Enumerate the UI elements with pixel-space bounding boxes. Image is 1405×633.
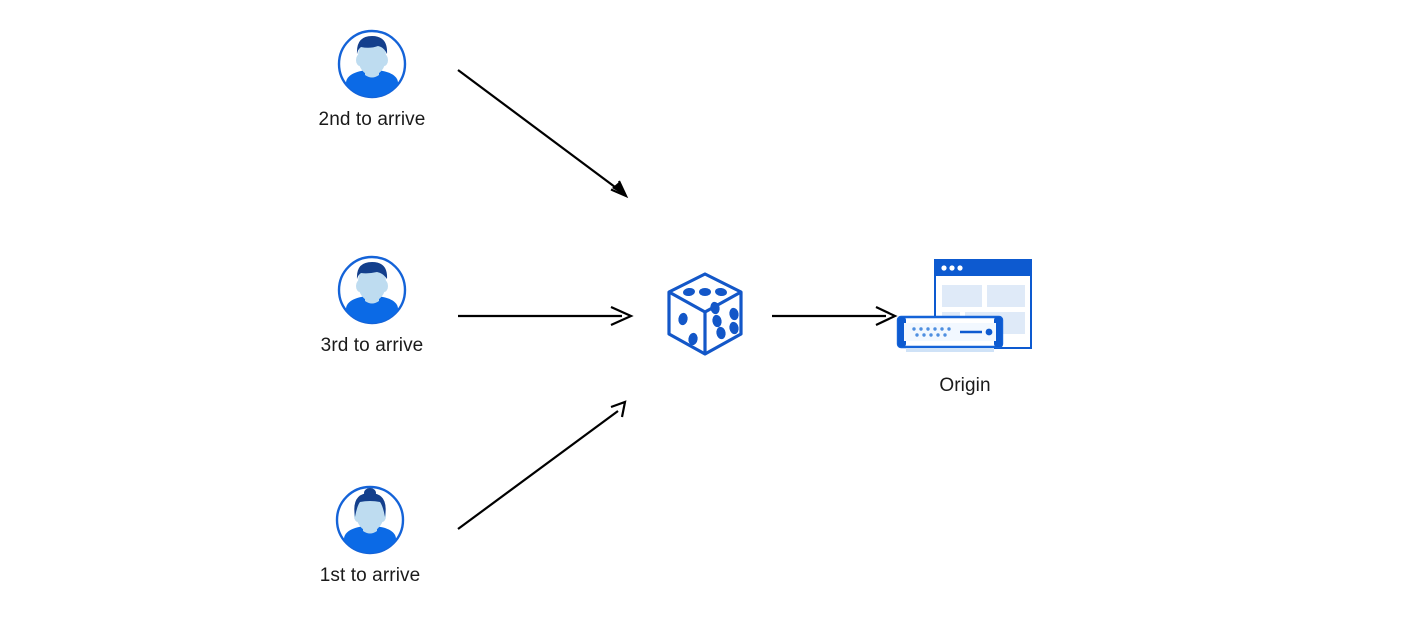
router-appliance — [896, 315, 1004, 352]
edge-2nd-to-dice — [457, 69, 629, 199]
user-avatar-icon — [335, 27, 409, 101]
user-avatar-icon — [333, 483, 407, 557]
node-client-1st[interactable]: 1st to arrive — [300, 483, 440, 588]
edge-3rd-to-dice — [458, 305, 634, 327]
origin-server-icon — [890, 255, 1040, 365]
node-client-3rd[interactable]: 3rd to arrive — [302, 253, 442, 358]
dice-icon — [653, 262, 757, 366]
node-label: Origin — [939, 375, 991, 396]
node-randomizer[interactable] — [650, 262, 760, 374]
node-client-2nd[interactable]: 2nd to arrive — [302, 27, 442, 132]
edge-1st-to-dice — [457, 400, 627, 530]
edge-dice-to-origin — [772, 306, 898, 326]
user-avatar-icon — [335, 253, 409, 327]
node-label: 1st to arrive — [319, 565, 421, 586]
node-label: 3rd to arrive — [320, 335, 424, 356]
node-origin[interactable]: Origin — [885, 255, 1045, 398]
node-label: 2nd to arrive — [318, 109, 426, 130]
